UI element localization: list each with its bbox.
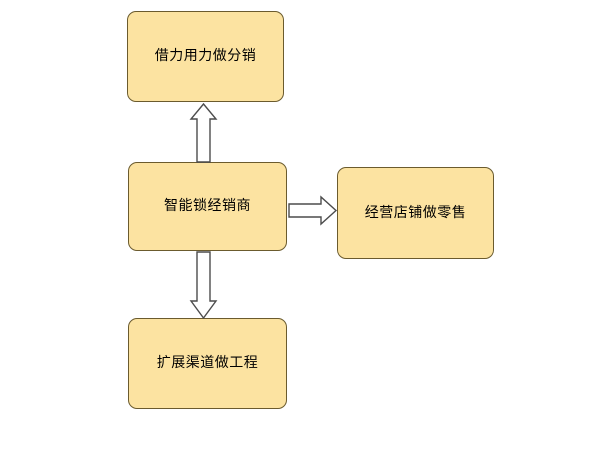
node-engineering[interactable]: 扩展渠道做工程	[128, 318, 287, 409]
arrow-right-shape	[288, 195, 338, 226]
arrow-up-icon	[189, 102, 218, 163]
node-distribution[interactable]: 借力用力做分销	[127, 11, 284, 102]
arrow-down-polygon	[189, 251, 218, 320]
arrow-right-icon	[288, 195, 338, 226]
node-retail-label: 经营店铺做零售	[364, 204, 467, 221]
arrow-down-shape	[189, 251, 218, 320]
node-distribution-label: 借力用力做分销	[154, 48, 257, 65]
arrow-down-icon	[189, 251, 218, 320]
arrow-up-polygon	[189, 102, 218, 163]
arrow-right-polygon	[288, 195, 338, 226]
arrow-up-shape	[189, 102, 218, 163]
node-engineering-label: 扩展渠道做工程	[156, 355, 259, 372]
node-dealer-label: 智能锁经销商	[164, 198, 251, 215]
node-retail[interactable]: 经营店铺做零售	[337, 167, 494, 259]
node-dealer[interactable]: 智能锁经销商	[128, 162, 287, 251]
